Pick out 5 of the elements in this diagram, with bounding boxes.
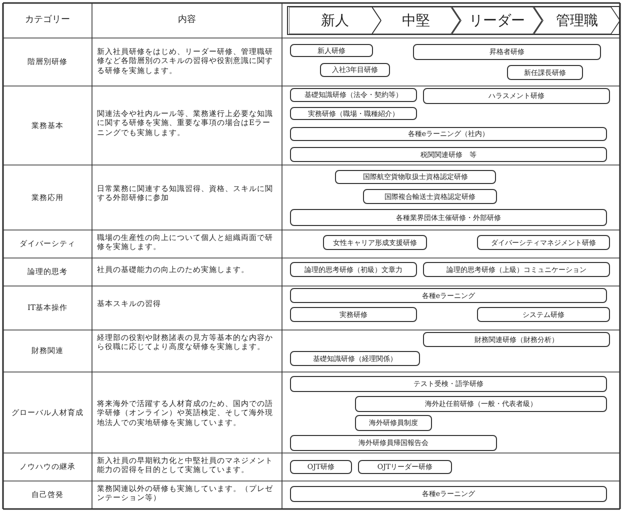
career-stage-tab: 管理職 <box>534 7 620 34</box>
column-header: 内容 <box>178 14 196 26</box>
career-stage-tab: リーダー <box>452 7 542 34</box>
column-header: カテゴリー <box>25 14 70 26</box>
career-stage-tab: 中堅 <box>372 7 460 34</box>
